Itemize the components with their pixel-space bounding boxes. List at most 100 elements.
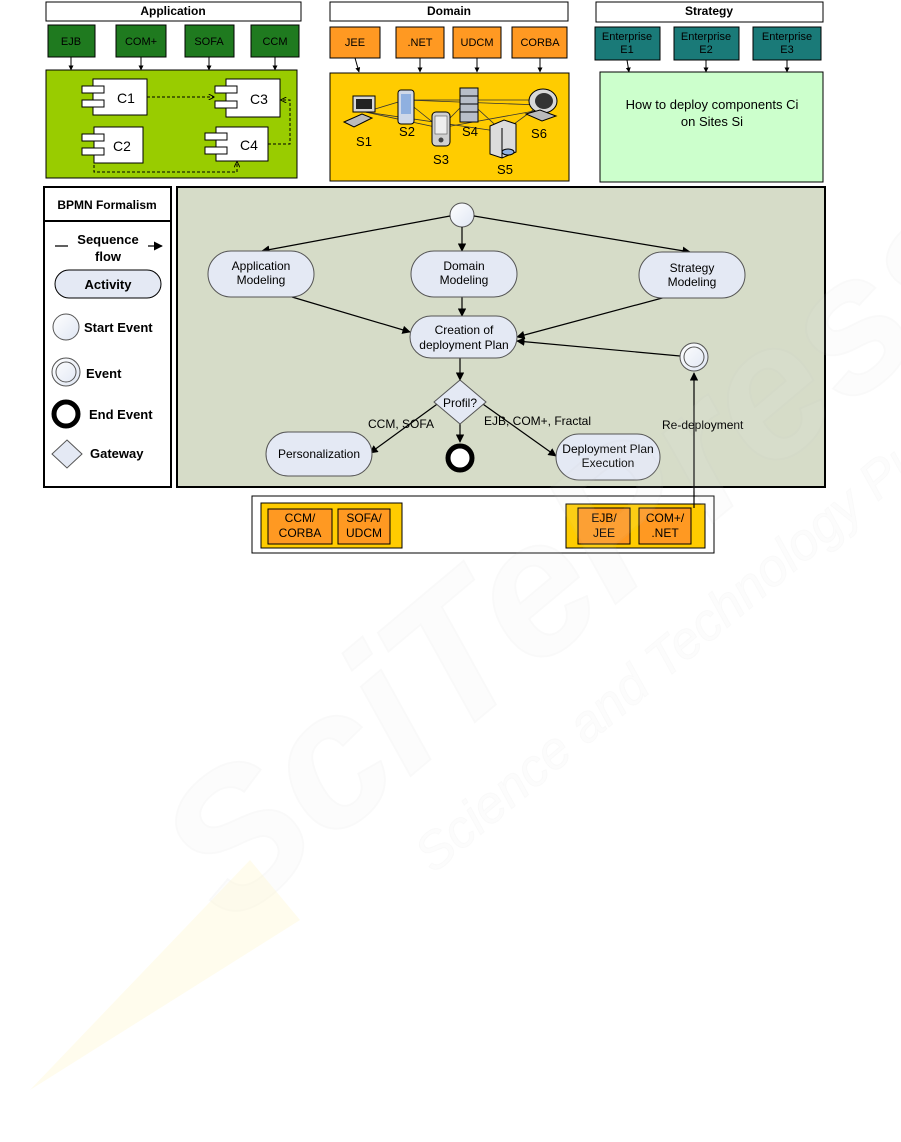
platform-label: JEE: [593, 526, 615, 540]
activity-label: Modeling: [440, 273, 489, 287]
bpmn-legend: BPMN Formalism Sequence flow Activity St…: [43, 186, 172, 488]
app-framework-label: SOFA: [194, 36, 224, 48]
activity-label: Deployment Plan: [562, 442, 653, 456]
domain-framework-label: JEE: [345, 37, 365, 49]
monitor-icon: [524, 88, 558, 122]
component-label: C1: [117, 90, 135, 106]
activity-label: Application: [232, 259, 291, 273]
domain-framework-net: .NET: [395, 26, 445, 59]
start-event-sample: [52, 313, 80, 341]
activity-label: Modeling: [668, 275, 717, 289]
legend-sequence-flow: Sequence: [77, 232, 138, 247]
event-sample-inner: [55, 361, 77, 383]
platform-ejb-jee: EJB/ JEE: [577, 507, 631, 545]
dependency-c2-c4: [93, 160, 237, 173]
enterprise-label: Enterprise: [762, 31, 812, 43]
activity-strategy-modeling: Strategy Modeling: [638, 251, 746, 299]
domain-framework-jee: JEE: [329, 26, 381, 59]
profil-gateway: [433, 379, 487, 425]
activity-creation-of-deployment-plan: Creation of deployment Plan: [409, 315, 518, 359]
activity-label: Creation of: [435, 323, 494, 337]
legend-event: Event: [86, 366, 122, 381]
redeployment-label: Re-deployment: [662, 418, 744, 432]
activity-label: deployment Plan: [419, 338, 508, 352]
strategy-text: How to deploy components Ci: [626, 97, 799, 112]
legend-start-event: Start Event: [84, 320, 153, 335]
flow-gateway-to-personalization: [369, 401, 441, 454]
component-label: C3: [250, 91, 268, 107]
platform-label: COM+/: [646, 511, 685, 525]
redeployment-event-inner: [683, 346, 705, 368]
server-icon: [459, 87, 479, 123]
activity-deployment-plan-execution: Deployment Plan Execution: [555, 433, 661, 481]
platform-label: SOFA/: [346, 511, 382, 525]
component-c2: C2: [81, 126, 144, 164]
app-framework-ejb: EJB: [47, 24, 96, 58]
domain-framework-label: CORBA: [520, 37, 560, 49]
platform-label: CORBA: [279, 526, 322, 540]
application-title-box: [45, 1, 302, 22]
app-framework-label: CCM: [262, 36, 287, 48]
enterprise-e3: Enterprise E3: [752, 26, 822, 61]
flow-strategy-to-creation: [516, 296, 667, 340]
flow-start-to-strategy: [473, 215, 691, 255]
activity-label: Execution: [582, 456, 635, 470]
site-label: S5: [497, 162, 513, 177]
site-label: S4: [462, 124, 478, 139]
activity-personalization: Personalization: [265, 431, 373, 477]
app-framework-label: EJB: [61, 36, 81, 48]
strategy-title-box: [595, 1, 824, 23]
application-title: Application: [140, 4, 205, 18]
site-label: S6: [531, 126, 547, 141]
component-label: C2: [113, 138, 131, 154]
platform-label: CCM/: [285, 511, 316, 525]
activity-sample: [54, 269, 162, 299]
platform-ccm-corba: CCM/ CORBA: [267, 508, 333, 545]
component-label: C4: [240, 137, 258, 153]
activity-label: Personalization: [278, 447, 360, 461]
flow-gateway-to-execution: [479, 401, 557, 457]
end-event-sample: [51, 399, 81, 429]
domain-framework-label: UDCM: [461, 37, 494, 49]
flow-start-to-app: [261, 215, 451, 254]
computer-icon: [342, 95, 376, 128]
gateway-sample: [51, 439, 83, 469]
handheld-icon: [431, 111, 451, 147]
pda-icon: [397, 89, 415, 125]
end-event: [445, 443, 475, 473]
activity-label: Strategy: [670, 261, 715, 275]
platform-com-net: COM+/ .NET: [638, 507, 692, 545]
component-c1: C1: [81, 78, 148, 116]
dependency-c4-c3: [268, 100, 291, 145]
legend-sequence-flow: flow: [95, 249, 122, 264]
app-framework-ccm: CCM: [250, 24, 300, 58]
flow-event-to-creation: [516, 337, 681, 357]
enterprise-id: E1: [620, 44, 633, 56]
domain-title-box: [329, 1, 569, 22]
site-label: S2: [399, 124, 415, 139]
strategy-panel: [599, 71, 824, 183]
strategy-section: Strategy Enterprise E1 Enterprise E2 Ent…: [594, 1, 824, 183]
legend-gateway: Gateway: [90, 446, 144, 461]
legend-activity: Activity: [85, 277, 133, 292]
domain-framework-udcm: UDCM: [452, 26, 502, 59]
flow-app-to-creation: [291, 296, 411, 334]
legend-end-event: End Event: [89, 407, 153, 422]
app-framework-label: COM+: [125, 36, 157, 48]
platform-sofa-udcm: SOFA/ UDCM: [337, 508, 391, 545]
enterprise-label: Enterprise: [602, 31, 652, 43]
platform-label: .NET: [651, 526, 679, 540]
domain-section: Domain JEE .NET UDCM CORBA: [329, 1, 570, 182]
activity-application-modeling: Application Modeling: [207, 250, 315, 298]
arrow: [625, 59, 631, 73]
legend-title-box: [43, 186, 172, 222]
tower-server-icon: [489, 119, 517, 159]
enterprise-e1: Enterprise E1: [594, 26, 661, 61]
domain-title: Domain: [427, 4, 471, 18]
branch-label-left: CCM, SOFA: [368, 417, 434, 431]
enterprise-id: E2: [699, 44, 712, 56]
start-event: [449, 202, 475, 228]
strategy-text: on Sites Si: [681, 114, 743, 129]
bpmn-process: Application Modeling Domain Modeling Str…: [176, 186, 826, 488]
